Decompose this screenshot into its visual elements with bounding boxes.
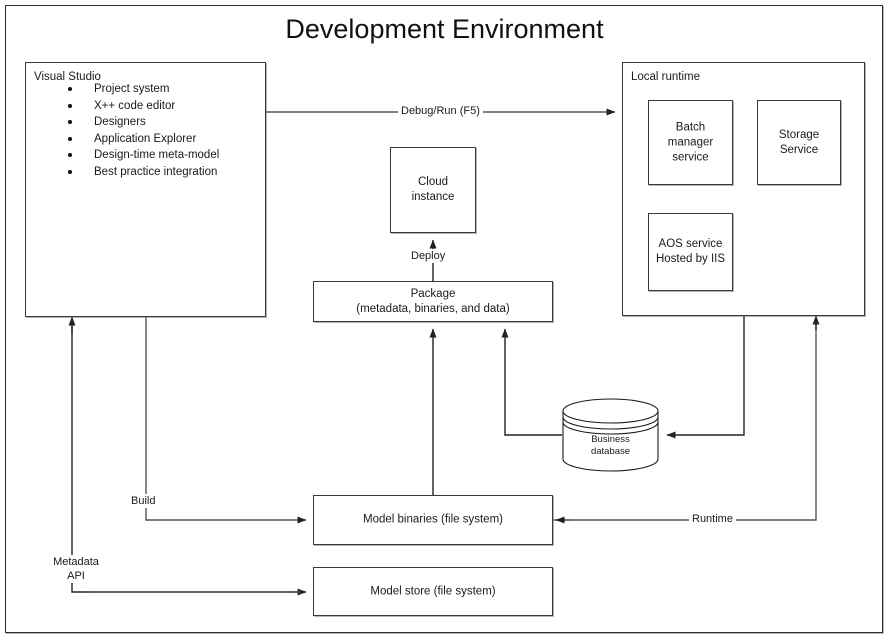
edge-database-to-package bbox=[501, 328, 562, 436]
edge-metadata-api bbox=[68, 316, 307, 596]
edge-runtime-to-binaries bbox=[553, 315, 820, 524]
list-item: Best practice integration bbox=[68, 164, 219, 181]
edge-label-runtime: Runtime bbox=[689, 512, 736, 526]
list-item: Designers bbox=[68, 114, 219, 131]
edge-label-metadata-api: Metadata API bbox=[42, 555, 110, 583]
node-model-store-label: Model store (file system) bbox=[370, 585, 496, 597]
node-local-runtime-label: Local runtime bbox=[631, 71, 701, 83]
node-visual-studio[interactable]: Visual Studio bbox=[25, 62, 266, 317]
node-package[interactable]: Package (metadata, binaries, and data) bbox=[313, 281, 553, 322]
node-cloud-instance-label: Cloud instance bbox=[411, 176, 455, 203]
list-item: Project system bbox=[68, 81, 219, 98]
node-cloud-instance[interactable]: Cloud instance bbox=[390, 147, 476, 233]
edge-label-deploy: Deploy bbox=[408, 249, 449, 263]
edge-label-debug-run: Debug/Run (F5) bbox=[398, 104, 483, 118]
database-cylinder-icon bbox=[562, 398, 659, 472]
edge-runtime-to-database bbox=[666, 316, 745, 439]
node-model-binaries[interactable]: Model binaries (file system) bbox=[313, 495, 553, 545]
node-model-store[interactable]: Model store (file system) bbox=[313, 567, 553, 616]
edge-build bbox=[145, 317, 307, 524]
visual-studio-feature-list: Project system X++ code editor Designers… bbox=[46, 81, 219, 180]
node-aos-service[interactable]: AOS service Hosted by IIS bbox=[648, 213, 733, 291]
node-storage-service[interactable]: Storage Service bbox=[757, 100, 841, 185]
diagram-outer-frame bbox=[5, 5, 883, 633]
list-item: Design-time meta-model bbox=[68, 147, 219, 164]
node-model-binaries-label: Model binaries (file system) bbox=[363, 513, 503, 526]
page-title: Development Environment bbox=[285, 14, 604, 44]
list-item: Application Explorer bbox=[68, 131, 219, 148]
edge-label-build: Build bbox=[128, 494, 159, 508]
node-batch-manager-service[interactable]: Batch manager service bbox=[648, 100, 733, 185]
node-visual-studio-label: Visual Studio bbox=[34, 71, 101, 83]
node-business-database[interactable]: Business database bbox=[562, 398, 659, 472]
list-item: X++ code editor bbox=[68, 98, 219, 115]
node-storage-service-label: Storage Service bbox=[778, 128, 820, 156]
node-business-database-label: Business database bbox=[590, 434, 631, 457]
node-package-label: Package (metadata, binaries, and data) bbox=[356, 287, 510, 315]
node-aos-service-label: AOS service Hosted by IIS bbox=[655, 238, 726, 265]
node-batch-manager-service-label: Batch manager service bbox=[667, 121, 714, 163]
